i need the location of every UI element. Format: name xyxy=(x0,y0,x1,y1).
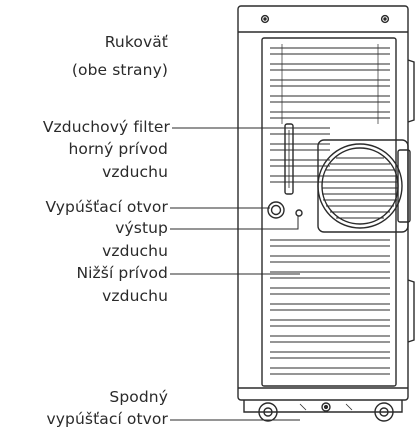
label-upper-intake-1: horný prívod xyxy=(68,140,168,158)
label-bottom-drain-2: vypúšťací otvor xyxy=(46,410,168,428)
screw-top-left-icon xyxy=(260,14,270,24)
side-handle xyxy=(407,59,415,123)
label-air-outlet-2: vzduchu xyxy=(102,242,168,260)
air-filter-tab xyxy=(284,123,294,195)
grille-frame xyxy=(261,37,397,387)
label-bottom-drain-1: Spodný xyxy=(109,388,168,406)
label-lower-intake-1: Nižší prívod xyxy=(76,264,168,282)
wheel-left-icon xyxy=(258,402,278,422)
side-handle-lower xyxy=(407,279,415,343)
label-air-filter: Vzduchový filter xyxy=(42,118,170,136)
label-handle-note: (obe strany) xyxy=(71,61,168,79)
drain-outlet-icon xyxy=(267,201,285,219)
label-drain-outlet: Vypúšťací otvor xyxy=(45,198,168,216)
label-upper-intake-2: vzduchu xyxy=(102,163,168,181)
device-base xyxy=(243,400,403,413)
leader-air-outlet xyxy=(170,216,299,230)
bottom-drain-icon xyxy=(321,402,331,412)
label-lower-intake-2: vzduchu xyxy=(102,287,168,305)
device-body xyxy=(237,5,409,401)
leader-lines xyxy=(170,127,300,421)
screw-top-right-icon xyxy=(380,14,390,24)
upper-grille xyxy=(270,47,390,183)
wheels xyxy=(258,402,394,422)
wheel-right-icon xyxy=(374,402,394,422)
exhaust-vent xyxy=(317,139,411,233)
label-air-outlet-1: výstup xyxy=(115,219,168,237)
lower-grille xyxy=(270,239,390,375)
label-handle: Rukoväť xyxy=(104,33,168,51)
